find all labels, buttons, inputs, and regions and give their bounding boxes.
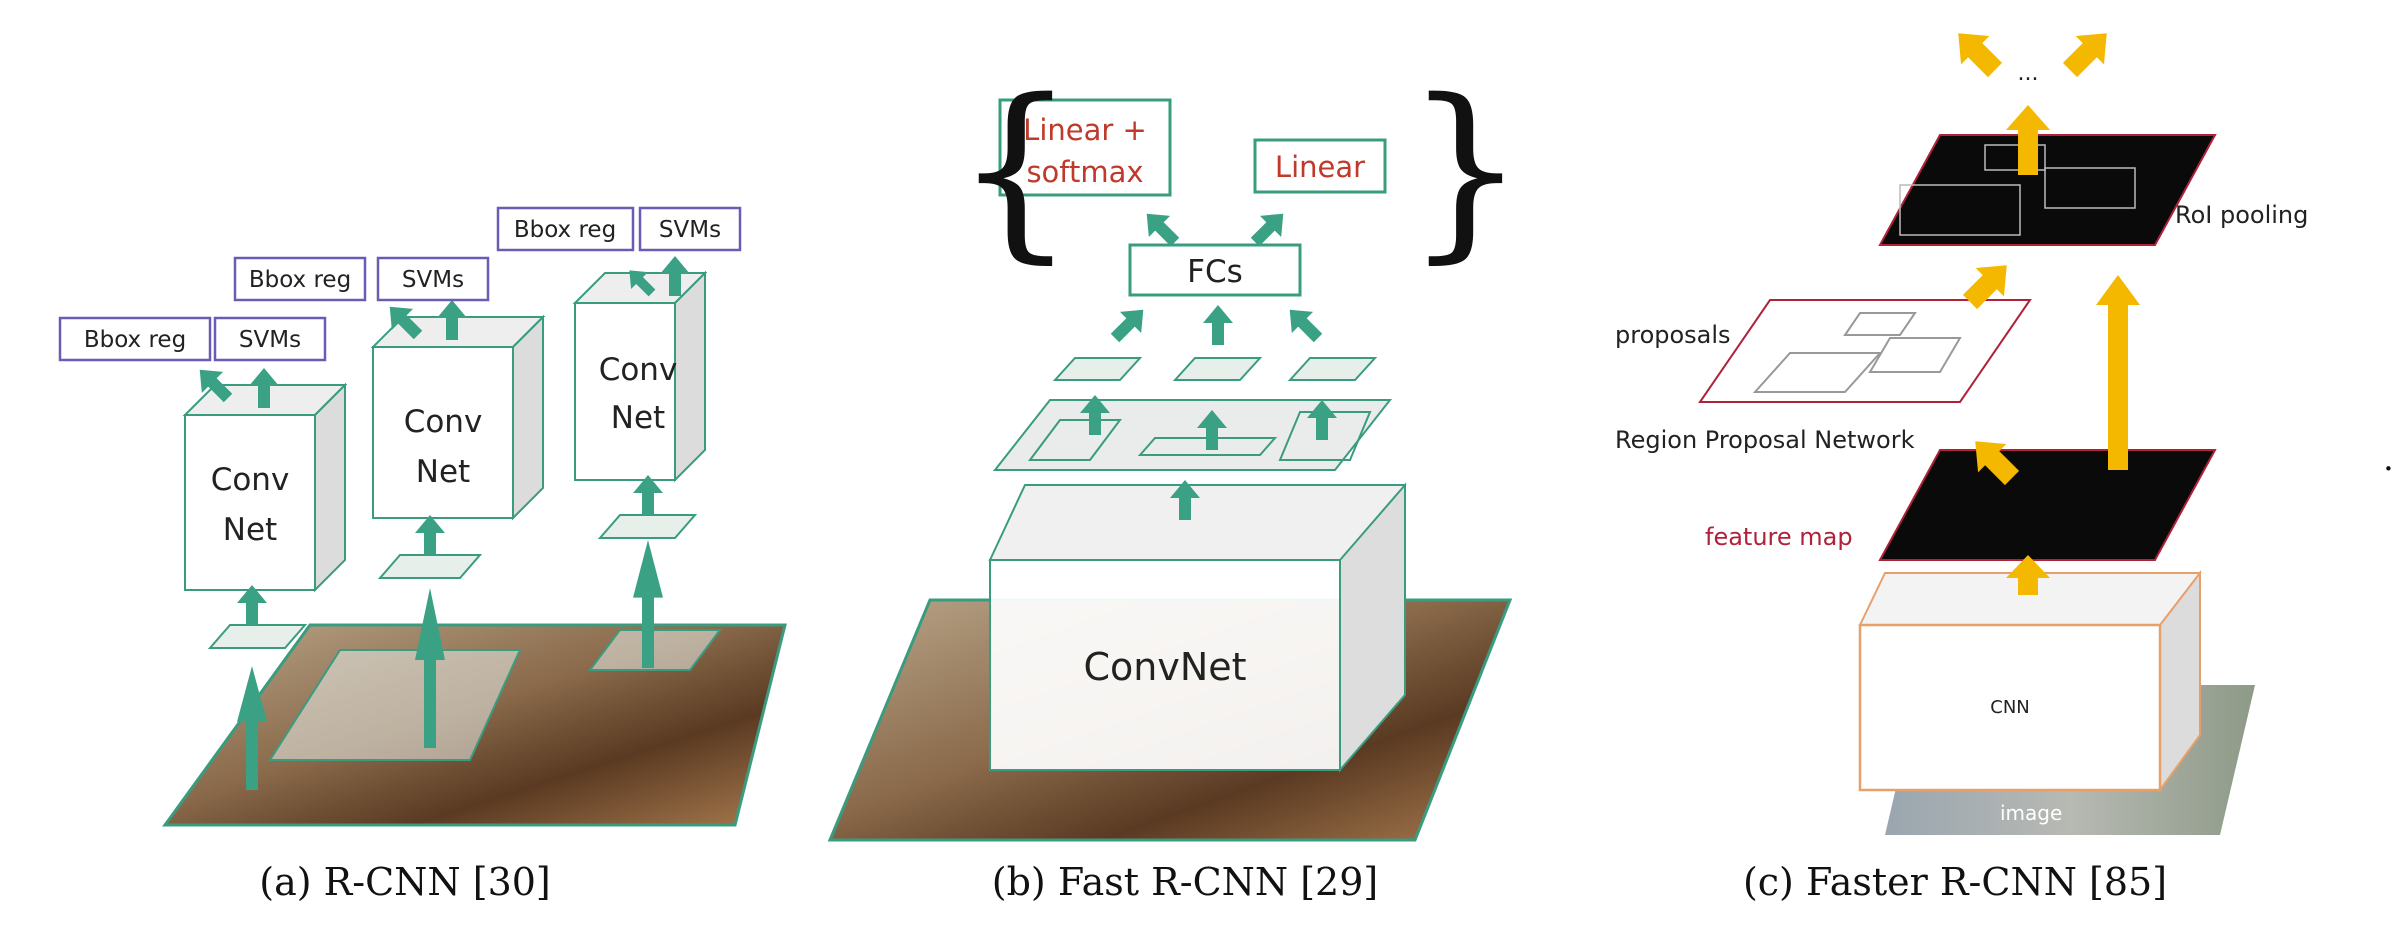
bbox-reg-label: Bbox reg xyxy=(514,217,616,243)
pooled-feature xyxy=(1052,357,1143,381)
convnet-label: ConvNet xyxy=(1083,645,1246,689)
linear-label: Linear xyxy=(1275,150,1365,184)
up-arrow xyxy=(2096,275,2140,470)
linear-softmax-label: Linear + xyxy=(1023,113,1147,147)
up-arrow xyxy=(2006,105,2050,175)
panel-rcnn: Conv Net Bbox reg SVMs Conv Net Bbox reg… xyxy=(58,206,787,904)
conv-net-label: Conv xyxy=(404,404,483,440)
bbox-reg-box xyxy=(58,316,212,362)
pooled-region xyxy=(2044,167,2136,209)
conv-net-box: Conv Net xyxy=(572,270,708,483)
image-label: image xyxy=(2000,801,2062,825)
region-crop xyxy=(207,624,308,649)
bbox-reg-label: Bbox reg xyxy=(249,267,351,293)
proposals-label: proposals xyxy=(1615,321,1731,349)
feature-map-plane xyxy=(1878,449,2217,561)
proposal-box xyxy=(1752,352,1883,393)
trailing-period: . xyxy=(2383,439,2394,479)
roi-pooling-label: RoI pooling xyxy=(2175,201,2308,229)
bbox-reg-box xyxy=(233,256,367,302)
up-arrow xyxy=(1958,33,2003,78)
linear-softmax-box xyxy=(998,98,1172,197)
roi-pooling-plane xyxy=(1878,134,2217,246)
caption-b: (b) Fast R-CNN [29] xyxy=(992,860,1378,904)
roi-region xyxy=(1028,419,1122,461)
conv-net-label: Conv xyxy=(599,352,678,388)
fcs-box xyxy=(1128,243,1302,297)
right-brace: } xyxy=(1405,59,1526,280)
svms-label: SVMs xyxy=(659,217,721,243)
pooled-feature xyxy=(1172,357,1263,381)
region-crop xyxy=(377,554,483,579)
cnn-box: CNN xyxy=(1858,570,2202,794)
svms-label: SVMs xyxy=(239,327,301,353)
bbox-reg-box xyxy=(496,206,635,252)
rpn-label: Region Proposal Network xyxy=(1615,426,1915,454)
feature-map-label: feature map xyxy=(1705,523,1853,551)
up-arrow xyxy=(2006,555,2050,595)
svms-label: SVMs xyxy=(402,267,464,293)
up-arrow xyxy=(2062,33,2107,78)
svms-box xyxy=(376,256,490,302)
up-arrow xyxy=(1104,299,1154,349)
left-brace: { xyxy=(955,59,1076,280)
roi-region xyxy=(1278,411,1372,461)
image-region xyxy=(588,629,722,671)
conv-net-label: Net xyxy=(223,512,277,548)
svms-box xyxy=(638,206,742,252)
conv-net-label: Conv xyxy=(211,462,290,498)
conv-net-box: Conv Net xyxy=(370,314,546,521)
svms-box xyxy=(213,316,327,362)
linear-box xyxy=(1253,138,1387,194)
roi-region xyxy=(1137,437,1278,456)
conv-net-box: Conv Net xyxy=(182,382,348,593)
convnet-box: ConvNet xyxy=(988,482,1407,773)
fcs-label: FCs xyxy=(1187,254,1243,290)
cnn-label: CNN xyxy=(1990,697,2030,718)
proposals-plane xyxy=(1698,299,2032,403)
panel-fast-rcnn: ConvNet FCs Linear + softmax Linear { } … xyxy=(827,59,1526,904)
pooled-region xyxy=(1984,144,2046,171)
caption-c: (c) Faster R-CNN [85] xyxy=(1743,860,2167,904)
region-crop xyxy=(597,514,698,539)
conv-net-label: Net xyxy=(416,454,470,490)
pooled-region xyxy=(1899,184,2021,236)
proposal-box xyxy=(1868,337,1962,373)
up-arrow xyxy=(415,515,445,555)
panel-faster-rcnn: image CNN feature map proposals Region P… xyxy=(1615,33,2308,904)
up-arrow xyxy=(1962,265,2007,310)
conv-net-label: Net xyxy=(611,400,665,436)
up-arrow xyxy=(1203,305,1233,345)
caption-a: (a) R-CNN [30] xyxy=(259,860,551,904)
up-arrow xyxy=(1279,299,1329,349)
image-region xyxy=(268,649,522,761)
proposal-box xyxy=(1843,312,1917,336)
ellipsis-label: ... xyxy=(2018,61,2039,86)
bbox-reg-label: Bbox reg xyxy=(84,327,186,353)
linear-softmax-label: softmax xyxy=(1026,155,1143,189)
up-arrow xyxy=(1975,441,2020,486)
pooled-feature xyxy=(1287,357,1378,381)
